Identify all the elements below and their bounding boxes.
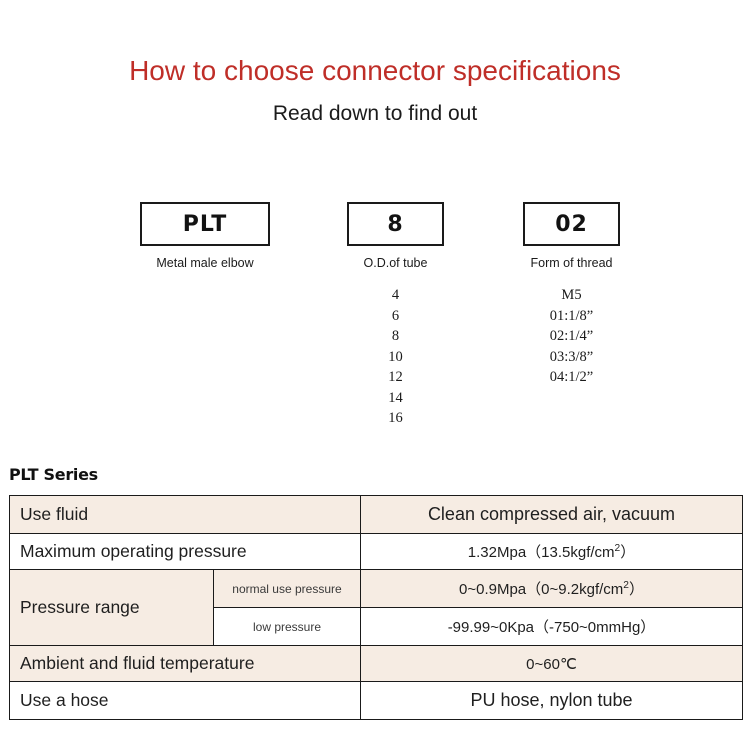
cell-value-low-pressure: -99.99~0Kpa（-750~0mmHg） bbox=[360, 607, 743, 646]
code-caption-series: Metal male elbow bbox=[156, 256, 254, 270]
code-box-thread: 02 bbox=[523, 202, 620, 246]
cell-label-pressure-range: Pressure range bbox=[9, 569, 214, 646]
code-caption-tube-od: O.D.of tube bbox=[363, 256, 428, 270]
code-box-tube-od: 8 bbox=[347, 202, 444, 246]
table-row: Pressure range normal use pressure 0~0.9… bbox=[9, 569, 743, 646]
code-caption-thread: Form of thread bbox=[530, 256, 613, 270]
cell-value-use-hose: PU hose, nylon tube bbox=[360, 681, 743, 720]
code-box-series: PLT bbox=[140, 202, 270, 246]
specification-table: Use fluid Clean compressed air, vacuum M… bbox=[9, 495, 743, 720]
cell-value-text: 0~0.9Mpa（0~9.2kgf/cm bbox=[459, 581, 624, 598]
cell-value-text: 1.32Mpa（13.5kgf/cm bbox=[467, 544, 615, 561]
cell-label-use-hose: Use a hose bbox=[9, 681, 361, 720]
table-row: Use fluid Clean compressed air, vacuum bbox=[9, 495, 743, 534]
series-label: PLT Series bbox=[9, 465, 98, 484]
cell-label-use-fluid: Use fluid bbox=[9, 495, 361, 534]
closing-paren: ） bbox=[620, 544, 636, 561]
cell-value-max-pressure: 1.32Mpa（13.5kgf/cm2） bbox=[360, 533, 743, 570]
cell-value-temperature: 0~60℃ bbox=[360, 645, 743, 682]
superscript: 2 bbox=[623, 580, 629, 591]
cell-label-max-pressure: Maximum operating pressure bbox=[9, 533, 361, 570]
page-subtitle: Read down to find out bbox=[272, 102, 478, 125]
table-row: Use a hose PU hose, nylon tube bbox=[9, 681, 743, 720]
code-options-thread: M5 01:1/8” 02:1/4” 03:3/8” 04:1/2” bbox=[549, 287, 594, 385]
table-row: Ambient and fluid temperature 0~60℃ bbox=[9, 645, 743, 682]
table-row: Maximum operating pressure 1.32Mpa（13.5k… bbox=[9, 533, 743, 570]
cell-value-use-fluid: Clean compressed air, vacuum bbox=[360, 495, 743, 534]
cell-value-normal-use: 0~0.9Mpa（0~9.2kgf/cm2） bbox=[360, 569, 743, 608]
cell-label-temperature: Ambient and fluid temperature bbox=[9, 645, 361, 682]
cell-sublabel-normal-use: normal use pressure bbox=[213, 569, 361, 608]
cell-sublabel-low-pressure: low pressure bbox=[213, 607, 361, 646]
page-title: How to choose connector specifications bbox=[129, 55, 621, 86]
code-options-tube-od: 4 6 8 10 12 14 16 bbox=[388, 287, 403, 426]
closing-paren: ） bbox=[628, 581, 644, 598]
superscript: 2 bbox=[614, 543, 621, 554]
